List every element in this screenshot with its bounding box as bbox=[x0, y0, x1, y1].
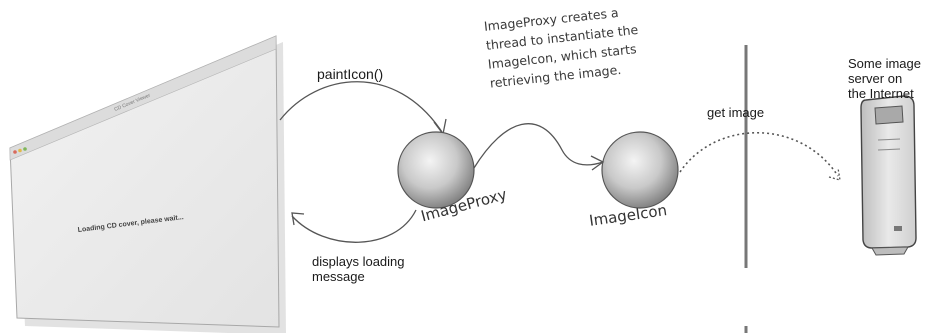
get-image-arrowhead-icon bbox=[828, 167, 841, 181]
server-label-line3: the Internet bbox=[848, 86, 914, 101]
server-icon bbox=[860, 95, 917, 256]
paint-icon-arrow bbox=[279, 81, 443, 133]
get-image-label: get image bbox=[707, 105, 765, 120]
window-title-bar bbox=[9, 35, 277, 161]
displays-loading-line1: displays loading bbox=[312, 254, 405, 269]
instantiate-arrow bbox=[473, 123, 604, 169]
app-window: CD Cover Viewer Loading CD cover, please… bbox=[9, 35, 286, 333]
image-proxy-sphere bbox=[397, 131, 475, 209]
minimize-button-icon[interactable] bbox=[18, 148, 22, 153]
displays-loading-line2: message bbox=[312, 269, 365, 284]
paint-icon-label: paintIcon() bbox=[317, 66, 384, 82]
get-image-arrow bbox=[679, 132, 839, 177]
close-button-icon[interactable] bbox=[13, 150, 17, 154]
server-label-line1: Some image bbox=[848, 56, 921, 71]
displays-loading-label: displays loading message bbox=[312, 254, 405, 284]
display-arrowhead-icon bbox=[291, 212, 305, 226]
instantiate-arrowhead-icon bbox=[590, 155, 605, 171]
server-label: Some image server on the Internet bbox=[848, 56, 921, 101]
display-arrow bbox=[291, 209, 417, 243]
image-icon-sphere bbox=[601, 131, 679, 209]
zoom-button-icon[interactable] bbox=[23, 147, 27, 151]
server-label-line2: server on bbox=[848, 71, 903, 86]
